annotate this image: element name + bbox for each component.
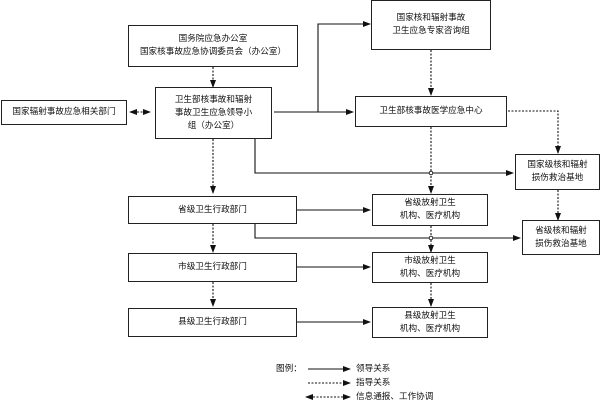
node-medical-center: 卫生部核事故医学应急中心 bbox=[355, 96, 507, 127]
edge-leading-to-national-base bbox=[254, 139, 514, 176]
legend-title: 图例： bbox=[276, 364, 302, 374]
node-leading-group: 卫生部核事故和辐射 事故卫生应急领导小 组（办公室） bbox=[155, 87, 272, 139]
legend-item-coordination: 信息通报、工作协调 bbox=[356, 392, 434, 402]
node-city-admin: 市级卫生行政部门 bbox=[128, 253, 297, 282]
node-state-council: 国务院应急办公室 国家核事故应急协调委员会（办公室） bbox=[128, 25, 298, 67]
node-provincial-institutions: 省级放射卫生 机构、医疗机构 bbox=[372, 194, 488, 226]
node-expert-group: 国家核和辐射事故 卫生应急专家咨询组 bbox=[371, 0, 491, 50]
node-county-admin: 县级卫生行政部门 bbox=[128, 308, 297, 337]
node-provincial-base: 省级核和辐射 损伤救治基地 bbox=[522, 220, 600, 255]
edge-medical-to-national-base bbox=[508, 110, 561, 154]
node-county-institutions: 县级放射卫生 机构、医疗机构 bbox=[372, 307, 488, 338]
crossing-hop bbox=[428, 170, 434, 176]
legend-item-guidance: 指导关系 bbox=[356, 378, 391, 388]
edge-leading-to-expert bbox=[274, 21, 371, 113]
legend-item-leadership: 领导关系 bbox=[356, 364, 391, 374]
node-provincial-admin: 省级卫生行政部门 bbox=[128, 196, 297, 224]
node-national-base: 国家级核和辐射 损伤救治基地 bbox=[515, 154, 600, 190]
edge-prov-admin-to-base bbox=[254, 224, 521, 241]
crossing-hop bbox=[428, 235, 434, 241]
node-related-depts: 国家辐射事故应急相关部门 bbox=[1, 100, 127, 125]
node-city-institutions: 市级放射卫生 机构、医疗机构 bbox=[372, 252, 488, 283]
